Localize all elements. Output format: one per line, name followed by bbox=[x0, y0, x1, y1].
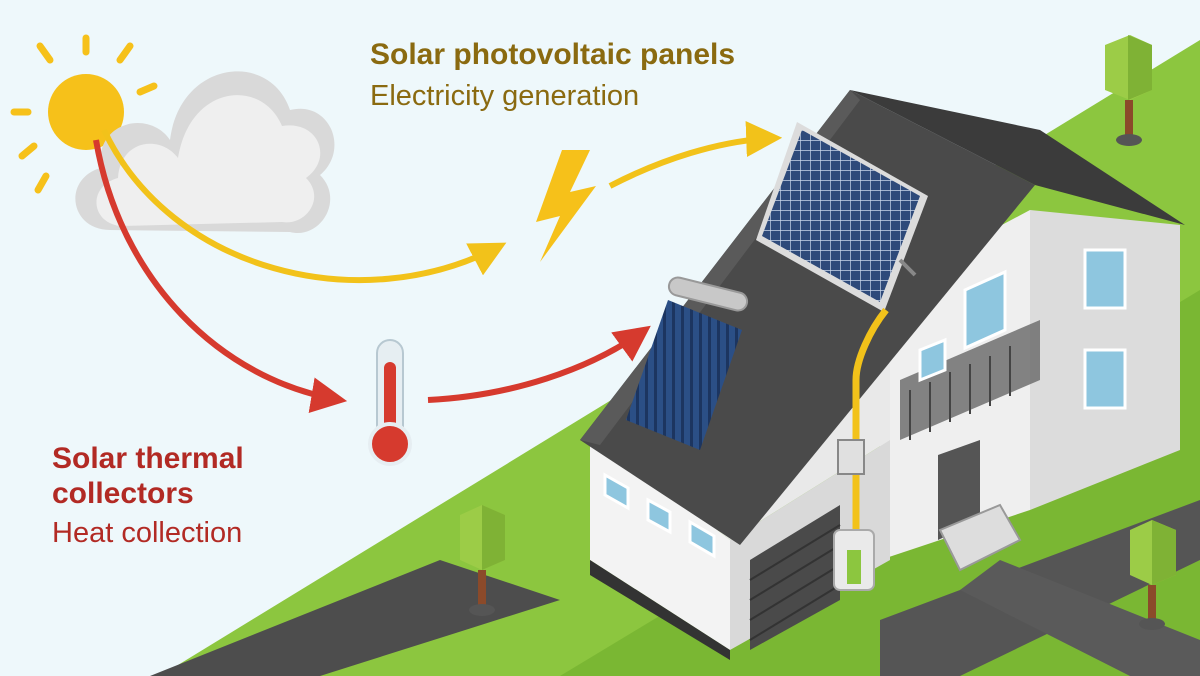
sun-icon bbox=[10, 34, 158, 194]
tree bbox=[460, 505, 505, 616]
yellow-arrow-to-lightning bbox=[101, 128, 507, 284]
inverter bbox=[837, 439, 865, 475]
pv-subtitle: Electricity generation bbox=[370, 80, 640, 112]
thermometer-icon bbox=[368, 339, 412, 466]
pv-title: Solar photovoltaic panels bbox=[370, 38, 736, 71]
cloud-icon bbox=[75, 71, 335, 234]
solar-thermal-collector bbox=[626, 276, 749, 450]
red-arrow-to-thermometer bbox=[93, 139, 348, 413]
thermal-title: Solar thermal collectors bbox=[52, 442, 244, 510]
red-arrow-to-collector bbox=[427, 325, 651, 403]
power-cable bbox=[852, 307, 889, 530]
lightning-icon bbox=[536, 150, 596, 262]
storage-tank bbox=[833, 529, 875, 591]
tree bbox=[1130, 520, 1176, 630]
walkway bbox=[960, 560, 1200, 676]
thermal-subtitle: Heat collection bbox=[52, 517, 243, 549]
photovoltaic-panel bbox=[756, 122, 928, 312]
road bbox=[150, 560, 560, 676]
tree bbox=[1105, 35, 1152, 146]
yellow-arrow-to-panels bbox=[608, 121, 783, 189]
